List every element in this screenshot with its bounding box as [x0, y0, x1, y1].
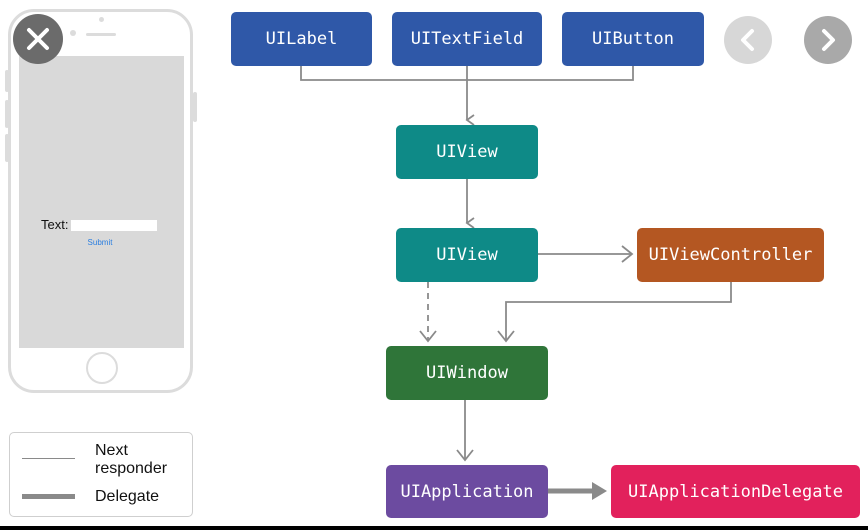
- legend: Next responder Delegate: [9, 432, 193, 517]
- close-button[interactable]: [13, 14, 63, 64]
- arrowhead-uiviewcontroller: [621, 245, 634, 263]
- node-uilabel: UILabel: [231, 12, 372, 66]
- text-field[interactable]: [71, 220, 157, 231]
- connector-uiviewcontroller-uiwindow: [505, 282, 732, 340]
- arrowhead-uiwindow-dashed: [419, 330, 437, 343]
- chevron-right-icon: [822, 29, 835, 51]
- phone-side-button: [5, 134, 9, 162]
- phone-side-button: [193, 92, 197, 122]
- phone-side-button: [5, 70, 9, 92]
- phone-speaker: [86, 33, 116, 36]
- connector-uilabel: [300, 66, 467, 81]
- legend-next-responder-line: [22, 458, 75, 459]
- close-icon: [27, 28, 49, 50]
- phone-camera: [70, 30, 76, 36]
- legend-delegate-label: Delegate: [95, 488, 160, 505]
- submit-button[interactable]: Submit: [87, 238, 113, 247]
- node-uitextfield: UITextField: [392, 12, 542, 66]
- node-uibutton: UIButton: [562, 12, 704, 66]
- phone-side-button: [5, 100, 9, 128]
- connector-uibutton: [467, 66, 634, 81]
- text-label: Text:: [41, 217, 69, 232]
- node-uiapplicationdelegate: UIApplicationDelegate: [611, 465, 860, 518]
- next-button[interactable]: [804, 16, 852, 64]
- chevron-left-icon: [741, 29, 754, 51]
- arrowhead-uiwindow: [497, 330, 515, 343]
- previous-button[interactable]: [724, 16, 772, 64]
- home-button: [86, 352, 118, 384]
- legend-next-responder-label: Next responder: [95, 442, 168, 477]
- legend-delegate-line: [22, 494, 75, 499]
- node-uiwindow: UIWindow: [386, 346, 548, 400]
- arrowhead-delegate: [592, 482, 607, 500]
- phone-sensor: [99, 17, 104, 22]
- node-uiview-top: UIView: [396, 125, 538, 179]
- node-uiapplication: UIApplication: [386, 465, 548, 518]
- arrowhead-uiapplication: [456, 449, 474, 462]
- node-uiview-bottom: UIView: [396, 228, 538, 282]
- phone-screen: [19, 56, 184, 348]
- node-uiviewcontroller: UIViewController: [637, 228, 824, 282]
